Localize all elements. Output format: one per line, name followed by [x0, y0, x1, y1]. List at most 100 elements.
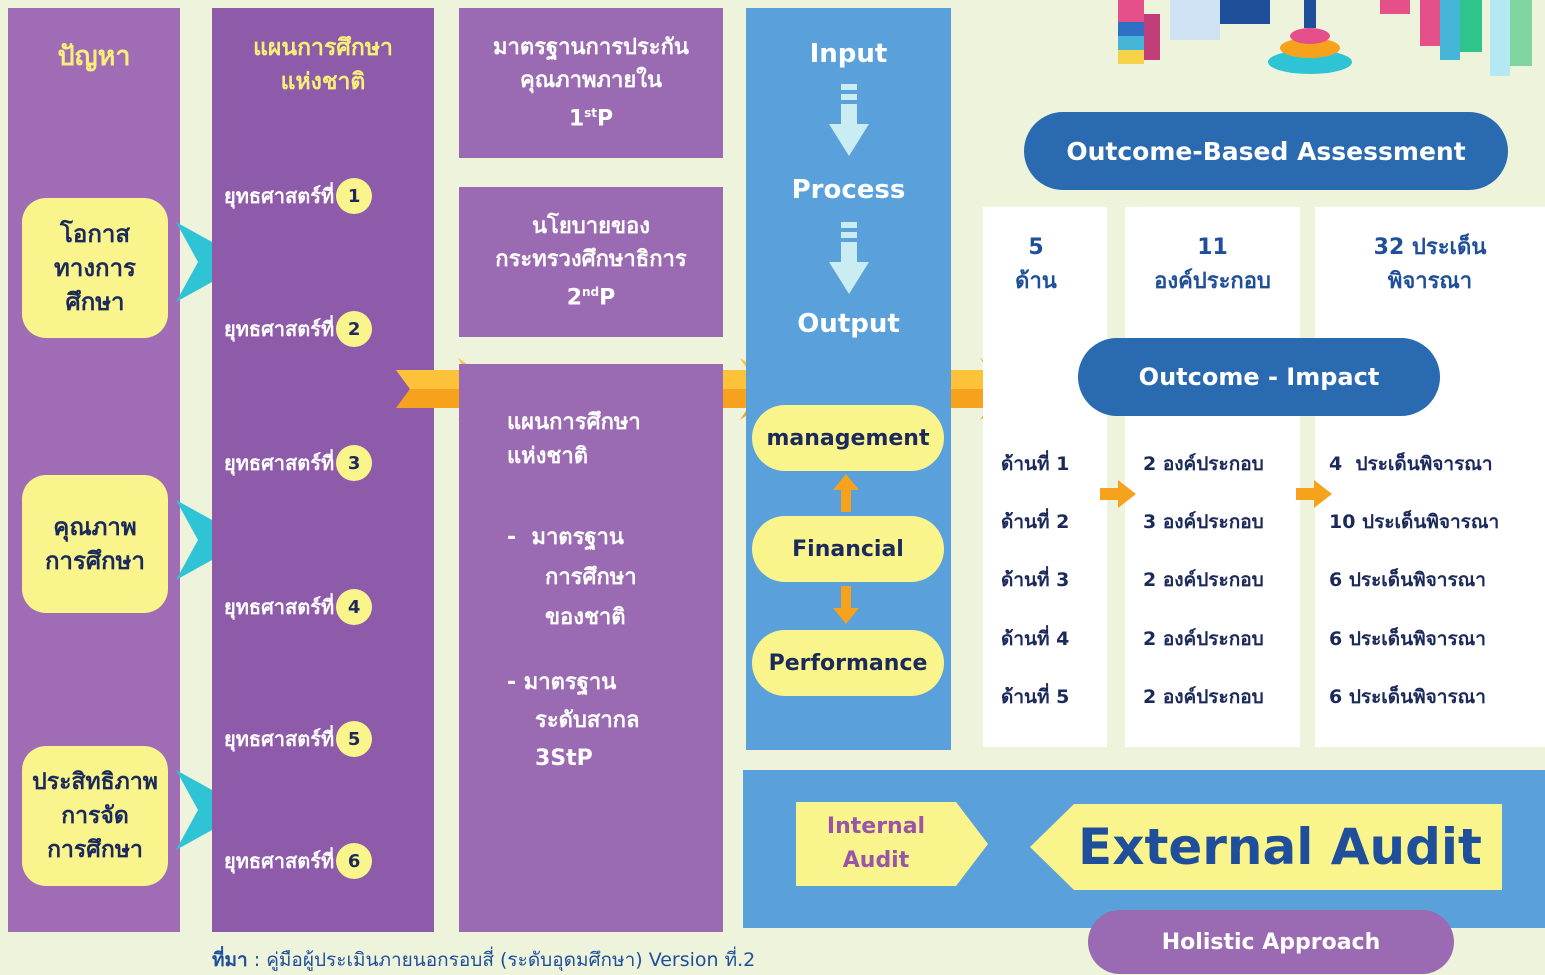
strategy-1: ยุทธศาสตร์ที่ 1: [224, 178, 373, 214]
outcome-based-assessment-pill: Outcome-Based Assessment: [1024, 112, 1508, 190]
bullet-line: 3StP: [535, 746, 593, 771]
problem-item-line: ทางการ: [54, 254, 136, 282]
criteria-row: 10 ประเด็นพิจารณา: [1329, 511, 1500, 533]
strategy-label: ยุทธศาสตร์ที่: [224, 451, 335, 475]
component-row: 2 องค์ประกอบ: [1143, 453, 1264, 475]
component-row: 3 องค์ประกอบ: [1143, 511, 1264, 533]
criteria-row: 6 ประเด็นพิจารณา: [1329, 569, 1486, 591]
ordinal-end: P: [597, 106, 614, 132]
component-row: 2 องค์ประกอบ: [1143, 686, 1264, 708]
bullet-line: ระดับสากล: [535, 708, 640, 733]
problem-item-efficiency: ประสิทธิภาพ การจัด การศึกษา: [22, 746, 168, 886]
external-audit-label: External Audit: [1078, 818, 1482, 876]
problem-item-line: ประสิทธิภาพ: [32, 769, 158, 795]
national-plan-title-line: แผนการศึกษา: [253, 35, 393, 61]
national-plan-title: แผนการศึกษา แห่งชาติ: [212, 30, 434, 100]
aspects-header: 5 ด้าน: [983, 230, 1107, 300]
problem-item-opportunity: โอกาส ทางการ ศึกษา: [22, 198, 168, 338]
components-header: 11 องค์ประกอบ: [1125, 230, 1300, 300]
source-text: : คู่มือผู้ประเมินภายนอกรอบสี่ (ระดับอุด…: [247, 949, 756, 971]
box-line-ordinal: 1stP: [569, 97, 613, 135]
down-arrow-icon: [829, 222, 869, 294]
bullet-line: ของชาติ: [545, 605, 626, 630]
strategy-label: ยุทธศาสตร์ที่: [224, 184, 335, 208]
source-note: ที่มา : คู่มือผู้ประเมินภายนอกรอบสี่ (ระ…: [212, 945, 755, 975]
criteria-row: 6 ประเด็นพิจารณา: [1329, 628, 1486, 650]
box-line: แห่งชาติ: [507, 444, 588, 469]
ordinal-number: 2: [566, 285, 583, 311]
component-row: 2 องค์ประกอบ: [1143, 569, 1264, 591]
outcome-impact-pill: Outcome - Impact: [1078, 338, 1440, 416]
strategy-2: ยุทธศาสตร์ที่ 2: [224, 311, 373, 347]
financial-pill: Financial: [752, 516, 944, 582]
aspect-row: ด้านที่ 2: [1001, 511, 1070, 533]
ordinal-end: P: [599, 285, 616, 311]
strategy-number-badge: 6: [336, 843, 373, 879]
header-line: 5: [1028, 235, 1044, 260]
small-orange-arrow-icon: [1100, 480, 1136, 508]
strategy-4: ยุทธศาสตร์ที่ 4: [224, 589, 373, 625]
national-plan-column: [212, 8, 434, 932]
internal-audit-line: Audit: [842, 848, 910, 873]
ministry-policy-box: นโยบายของ กระทรวงศึกษาธิการ 2ndP: [459, 187, 723, 337]
holistic-approach-pill: Holistic Approach: [1088, 910, 1454, 974]
strategy-number-badge: 5: [336, 721, 373, 757]
problem-item-line: คุณภาพ: [53, 513, 137, 541]
bullet-international-standard: - มาตรฐาน ระดับสากล 3StP: [507, 664, 639, 778]
national-standards-text: แผนการศึกษา แห่งชาติ: [507, 406, 641, 474]
problem-item-line: การศึกษา: [47, 837, 143, 863]
criteria-header: 32 ประเด็น พิจารณา: [1315, 230, 1545, 300]
bullet-line: การศึกษา: [545, 565, 637, 590]
internal-qa-standard-box: มาตรฐานการประกัน คุณภาพภายใน 1stP: [459, 8, 723, 158]
components-column: [1125, 207, 1300, 747]
header-line: ด้าน: [1015, 269, 1057, 294]
process-label: Process: [791, 175, 906, 205]
header-line: พิจารณา: [1387, 269, 1473, 294]
national-plan-title-line: แห่งชาติ: [280, 69, 366, 95]
strategy-number-badge: 3: [336, 445, 373, 481]
national-standards-box: แผนการศึกษา แห่งชาติ - มาตรฐาน การศึกษา …: [459, 364, 723, 932]
source-label: ที่มา: [212, 949, 248, 971]
strategy-5: ยุทธศาสตร์ที่ 5: [224, 721, 373, 757]
aspect-row: ด้านที่ 1: [1001, 453, 1070, 475]
input-label: Input: [809, 39, 888, 69]
strategy-6: ยุทธศาสตร์ที่ 6: [224, 843, 373, 879]
box-line-ordinal: 2ndP: [567, 276, 616, 314]
strategy-3: ยุทธศาสตร์ที่ 3: [224, 445, 373, 481]
strategy-label: ยุทธศาสตร์ที่: [224, 849, 335, 873]
problem-item-line: โอกาส: [60, 220, 130, 248]
header-line: องค์ประกอบ: [1154, 269, 1271, 294]
header-line: 32 ประเด็น: [1373, 235, 1487, 260]
small-orange-arrow-icon: [1296, 480, 1332, 508]
box-line: แผนการศึกษา: [507, 410, 641, 435]
ordinal-suffix: nd: [582, 284, 600, 299]
criteria-column: [1315, 207, 1545, 747]
internal-audit-line: Internal: [826, 814, 926, 839]
box-line: นโยบายของ: [532, 213, 650, 239]
strategy-number-badge: 4: [336, 589, 373, 625]
ordinal-number: 1: [568, 106, 585, 132]
box-line: คุณภาพภายใน: [519, 67, 662, 93]
aspect-row: ด้านที่ 4: [1001, 628, 1070, 650]
strategy-number-badge: 2: [336, 311, 373, 347]
up-arrow-icon: [833, 474, 859, 512]
internal-audit-arrow: [796, 802, 988, 890]
problem-item-quality: คุณภาพ การศึกษา: [22, 475, 168, 613]
component-row: 2 องค์ประกอบ: [1143, 628, 1264, 650]
problem-title: ปัญหา: [57, 40, 131, 72]
box-line: มาตรฐานการประกัน: [493, 34, 689, 60]
illustration: [1110, 0, 1545, 80]
ordinal-suffix: st: [584, 105, 598, 120]
aspect-row: ด้านที่ 3: [1001, 569, 1070, 591]
aspects-column: [983, 207, 1107, 747]
output-label: Output: [797, 309, 900, 339]
internal-audit-label: Internal Audit: [796, 802, 956, 886]
down-arrow-icon: [833, 586, 859, 624]
criteria-row: 4 ประเด็นพิจารณา: [1329, 453, 1493, 475]
bullet-national-standard: - มาตรฐาน การศึกษา ของชาติ: [507, 518, 637, 638]
problem-item-line: ศึกษา: [65, 288, 125, 316]
problem-item-line: การศึกษา: [45, 547, 145, 575]
down-arrow-icon: [829, 84, 869, 156]
performance-pill: Performance: [752, 630, 944, 696]
header-line: 11: [1197, 235, 1228, 260]
